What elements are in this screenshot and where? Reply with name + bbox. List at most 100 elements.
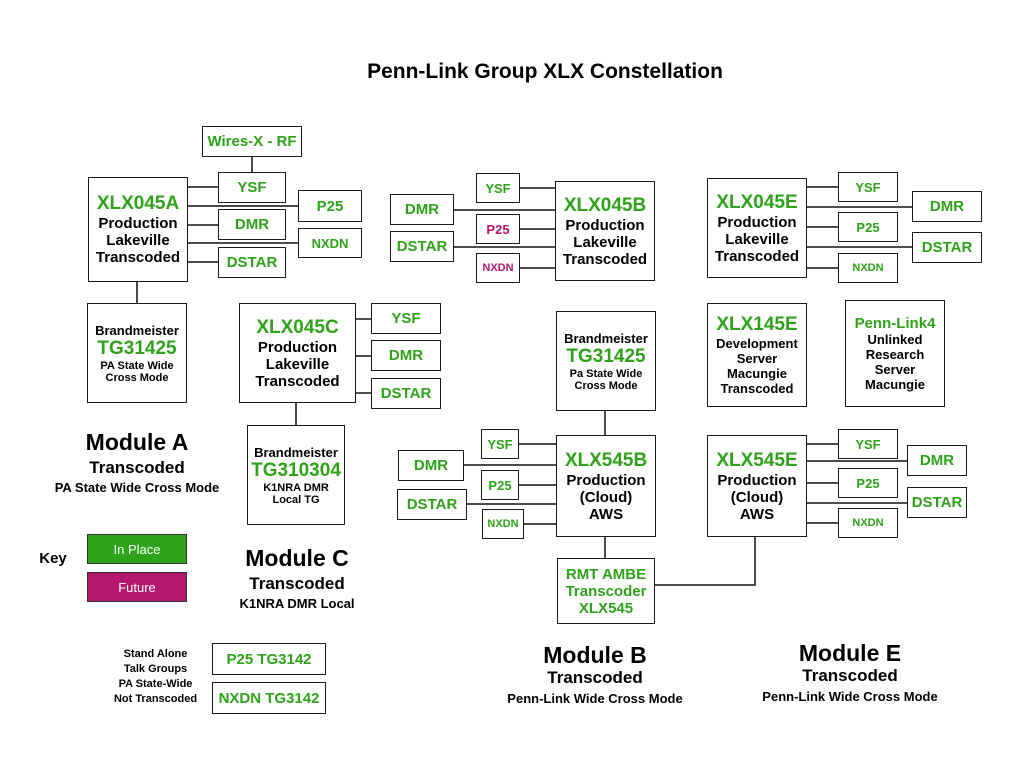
xlx545b-nxdn: NXDN: [482, 509, 524, 539]
xlx045e-p25: P25: [838, 212, 898, 242]
xlx045e-line3: Transcoded: [714, 247, 800, 265]
bm-b-line1: Brandmeister: [564, 330, 648, 346]
penn-link4-line3: Server: [874, 362, 916, 377]
xlx545e-p25: P25: [838, 468, 898, 498]
module-e-title: Module E: [798, 640, 902, 666]
bm-b-line3: Cross Mode: [574, 379, 638, 392]
key-in-place-swatch: In Place: [87, 534, 187, 564]
xlx145e-line3: Macungie: [727, 366, 787, 381]
xlx045b-dstar: DSTAR: [390, 231, 454, 262]
xlx045e-id: XLX045E: [716, 191, 798, 213]
xlx545e-dmr: DMR: [907, 445, 967, 476]
module-a-title: Module A: [85, 429, 189, 455]
xlx545e-line1: Production: [717, 471, 797, 489]
xlx545e-nxdn: NXDN: [838, 508, 898, 538]
rmt-line1: RMT AMBE: [565, 565, 647, 583]
module-c-desc: K1NRA DMR Local: [239, 595, 355, 611]
bm-b-tg: TG31425: [566, 345, 646, 367]
xlx545e-line2: (Cloud): [730, 488, 784, 506]
module-e-desc: Penn-Link Wide Cross Mode: [762, 688, 938, 704]
xlx045c-dmr: DMR: [371, 340, 441, 371]
xlx045c-line2: Lakeville: [265, 355, 330, 373]
penn-link4-id: Penn-Link4: [854, 315, 936, 332]
xlx045b-dmr: DMR: [390, 194, 454, 225]
xlx545b-node: XLX545B Production (Cloud) AWS: [556, 435, 656, 537]
xlx045a-ysf: YSF: [218, 172, 286, 203]
standalone-p25-tg: P25 TG3142: [212, 643, 326, 675]
xlx045c-ysf: YSF: [371, 303, 441, 334]
module-c-caption: Module C Transcoded K1NRA DMR Local: [207, 545, 387, 611]
xlx045e-dmr: DMR: [912, 191, 982, 222]
xlx545b-line2: (Cloud): [579, 488, 633, 506]
xlx045e-nxdn: NXDN: [838, 253, 898, 283]
xlx045a-dmr: DMR: [218, 209, 286, 240]
xlx045b-ysf: YSF: [476, 173, 520, 203]
module-a-caption: Module A Transcoded PA State Wide Cross …: [22, 429, 252, 495]
xlx545e-line3: AWS: [739, 505, 775, 523]
bm-c-line1: Brandmeister: [254, 444, 338, 460]
xlx545b-ysf: YSF: [481, 429, 519, 459]
bm-a-line2: PA State Wide: [100, 359, 174, 372]
xlx045a-line1: Production: [98, 215, 178, 232]
xlx045c-line3: Transcoded: [255, 372, 340, 390]
xlx145e-node: XLX145E Development Server Macungie Tran…: [707, 303, 807, 407]
key-label: Key: [39, 550, 67, 567]
xlx045c-line1: Production: [257, 338, 338, 356]
bm-c-line2: K1NRA DMR: [263, 481, 329, 494]
xlx045e-line2: Lakeville: [725, 230, 789, 248]
xlx045a-dstar: DSTAR: [218, 247, 286, 278]
bm-a-line1: Brandmeister: [95, 322, 179, 338]
module-b-title: Module B: [543, 642, 647, 668]
xlx045b-nxdn: NXDN: [476, 253, 520, 283]
bm-a-line3: Cross Mode: [105, 371, 169, 384]
xlx145e-line4: Transcoded: [720, 381, 794, 396]
xlx045b-line3: Transcoded: [562, 250, 648, 268]
xlx045a-line2: Lakeville: [106, 232, 170, 249]
xlx045b-line1: Production: [565, 216, 645, 234]
xlx045a-node: XLX045A Production Lakeville Transcoded: [88, 177, 188, 282]
module-b-caption: Module B Transcoded Penn-Link Wide Cross…: [480, 642, 710, 706]
xlx045a-line3: Transcoded: [95, 249, 181, 266]
wires-x-rf-node: Wires-X - RF: [202, 126, 302, 157]
standalone-line4: Not Transcoded: [113, 692, 198, 705]
module-c-title: Module C: [245, 545, 349, 571]
xlx545b-dstar: DSTAR: [397, 489, 467, 520]
xlx045b-line2: Lakeville: [573, 233, 637, 251]
xlx045e-node: XLX045E Production Lakeville Transcoded: [707, 178, 807, 278]
xlx145e-id: XLX145E: [716, 314, 798, 335]
page-title: Penn-Link Group XLX Constellation: [367, 60, 723, 83]
rmt-line2: Transcoder: [565, 582, 647, 600]
xlx045b-p25: P25: [476, 214, 520, 244]
xlx045c-node: XLX045C Production Lakeville Transcoded: [239, 303, 356, 403]
module-a-desc: PA State Wide Cross Mode: [54, 479, 220, 495]
penn-link4-line2: Research: [865, 347, 925, 362]
xlx045e-dstar: DSTAR: [912, 232, 982, 263]
xlx045e-ysf: YSF: [838, 172, 898, 202]
rmt-ambe-transcoder-node: RMT AMBE Transcoder XLX545: [557, 558, 655, 624]
bm-c-tg: TG310304: [251, 459, 341, 481]
xlx545b-dmr: DMR: [398, 450, 464, 481]
xlx545b-line3: AWS: [588, 505, 624, 523]
brandmeister-a-node: Brandmeister TG31425 PA State Wide Cross…: [87, 303, 187, 403]
xlx145e-line1: Development: [716, 336, 798, 351]
brandmeister-c-node: Brandmeister TG310304 K1NRA DMR Local TG: [247, 425, 345, 525]
rmt-line3: XLX545: [578, 599, 634, 617]
standalone-nxdn-tg: NXDN TG3142: [212, 682, 326, 714]
standalone-line3: PA State-Wide: [118, 677, 193, 690]
key-future-swatch: Future: [87, 572, 187, 602]
standalone-line2: Talk Groups: [123, 662, 188, 675]
xlx045e-line1: Production: [717, 213, 797, 231]
xlx545e-id: XLX545E: [716, 449, 798, 471]
xlx145e-line2: Server: [736, 351, 778, 366]
xlx045c-id: XLX045C: [256, 316, 339, 338]
standalone-line1: Stand Alone: [123, 648, 188, 660]
xlx545e-node: XLX545E Production (Cloud) AWS: [707, 435, 807, 537]
module-e-sub: Transcoded: [802, 666, 898, 686]
module-c-sub: Transcoded: [249, 574, 345, 594]
penn-link4-line4: Macungie: [865, 377, 925, 392]
xlx045a-nxdn: NXDN: [298, 228, 362, 258]
penn-link4-line1: Unlinked: [867, 332, 923, 347]
xlx545b-id: XLX545B: [564, 449, 648, 471]
xlx545b-line1: Production: [566, 471, 646, 489]
